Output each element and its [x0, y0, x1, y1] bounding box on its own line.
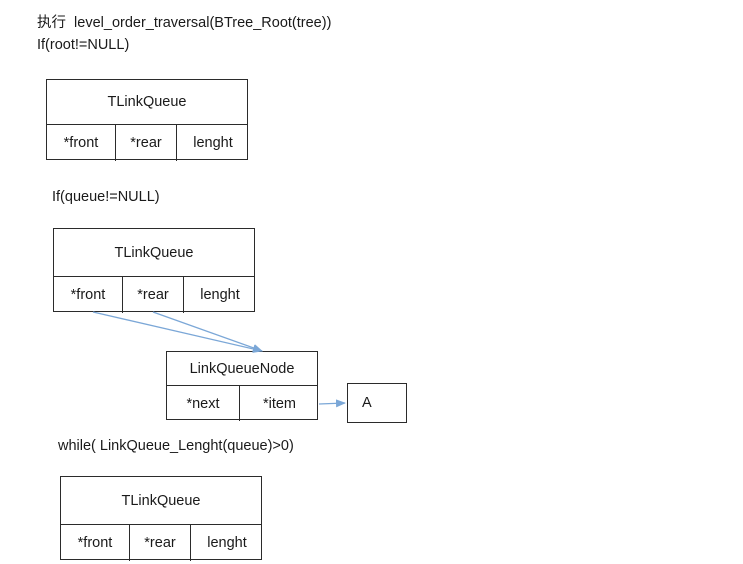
struct-cell-front: *front — [77, 535, 113, 551]
struct-box-tlinkqueue-2: TLinkQueue *front *rear lenght — [53, 228, 255, 313]
code-line-if-queue-not-null: If(queue!=NULL) — [52, 189, 160, 205]
struct-box-tlinkqueue-3: TLinkQueue *front *rear lenght — [60, 476, 262, 561]
struct-title-tlinkqueue-2: TLinkQueue — [54, 229, 254, 277]
struct-fields-tlinkqueue-2: *front *rear lenght — [54, 277, 254, 313]
struct-cell-item: *item — [239, 386, 319, 421]
struct-cell-rear: *rear — [115, 125, 176, 161]
struct-fields-tlinkqueue-3: *front *rear lenght — [61, 525, 261, 561]
code-line-while-linkqueue-lenght: while( LinkQueue_Lenght(queue)>0) — [58, 438, 294, 454]
data-box-a-label: A — [362, 395, 372, 411]
struct-title-tlinkqueue-1: TLinkQueue — [47, 80, 247, 125]
struct-fields-tlinkqueue-1: *front *rear lenght — [47, 125, 247, 161]
struct-cell-lenght: lenght — [176, 125, 249, 161]
struct-cell-rear: *rear — [129, 525, 190, 561]
data-box-a: A — [347, 383, 407, 423]
struct-box-tlinkqueue-1: TLinkQueue *front *rear lenght — [46, 79, 248, 161]
struct-cell-lenght: lenght — [190, 525, 263, 561]
struct-cell-front: *front — [70, 287, 106, 303]
struct-cell-lenght: lenght — [183, 277, 256, 313]
struct-title-tlinkqueue-3: TLinkQueue — [61, 477, 261, 525]
struct-fields-linkqueuenode: *next *item — [167, 386, 317, 421]
struct-cell-front: *front — [63, 135, 99, 151]
struct-cell-rear: *rear — [122, 277, 183, 313]
struct-cell-next: *next — [186, 395, 220, 412]
struct-box-linkqueuenode: LinkQueueNode *next *item — [166, 351, 318, 421]
code-line-call-level-order: 执行 level_order_traversal(BTree_Root(tree… — [37, 15, 332, 31]
code-line-if-root-not-null: If(root!=NULL) — [37, 37, 130, 53]
struct-title-linkqueuenode: LinkQueueNode — [167, 352, 317, 386]
